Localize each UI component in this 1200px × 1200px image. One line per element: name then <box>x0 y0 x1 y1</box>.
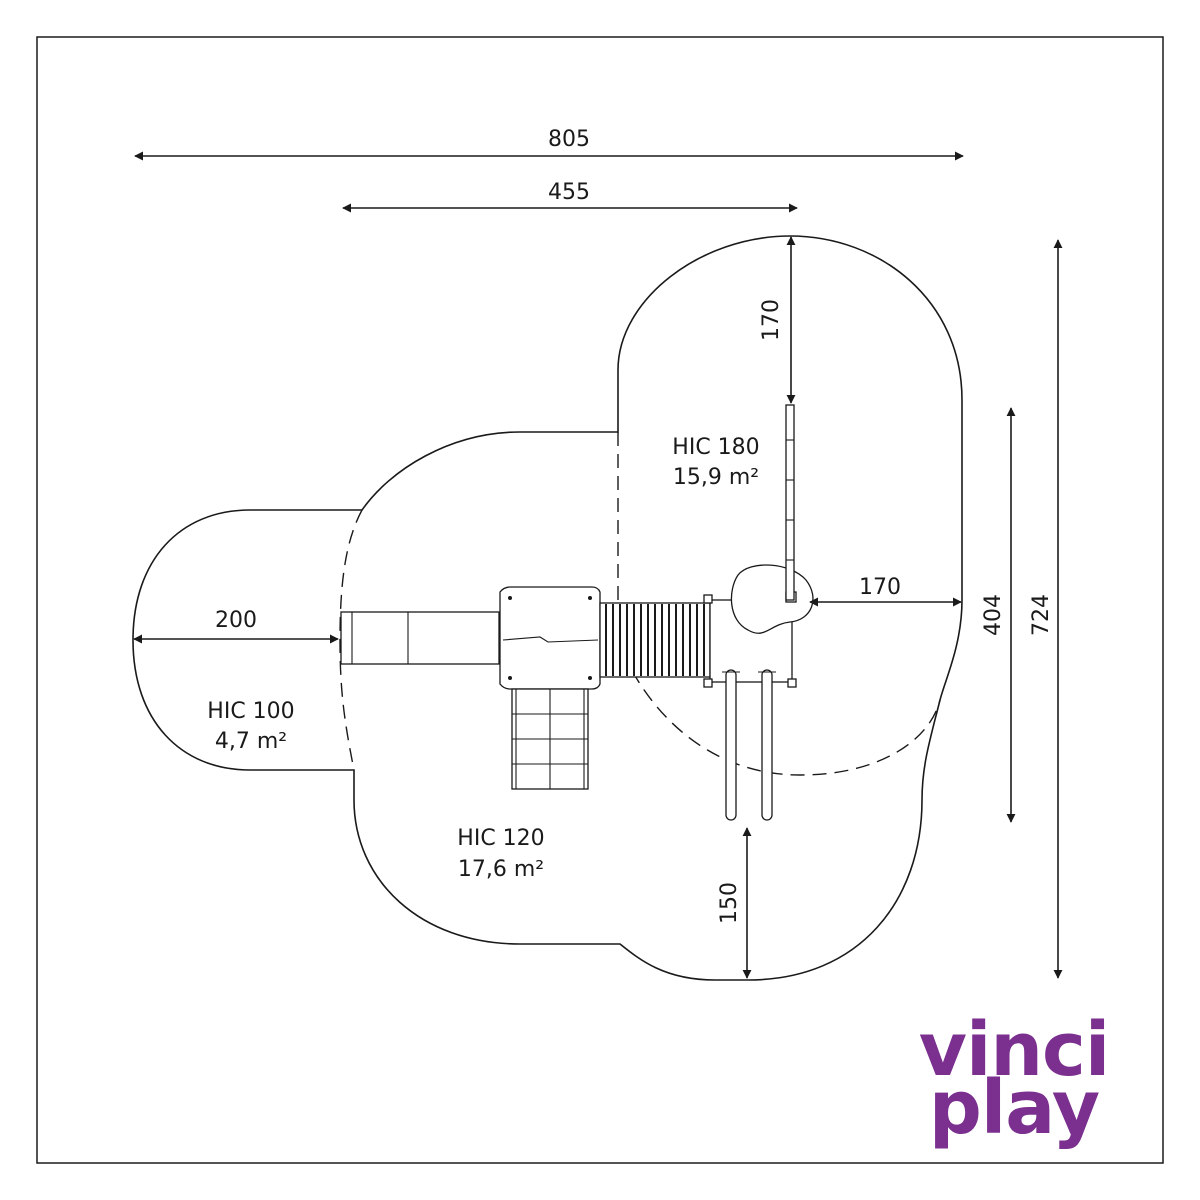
safety-zone-outline <box>132 235 963 981</box>
vinciplay-logo: vinci play <box>919 1007 1111 1151</box>
logo-word-vinci: vinci <box>919 1007 1110 1093</box>
dim-label-right-clearance: 170 <box>859 575 901 600</box>
zone-area-hic-100: 4,7 m² <box>215 729 287 754</box>
drawing-frame <box>36 36 1164 1164</box>
dim-label-bottom-clearance: 150 <box>717 882 742 924</box>
climbing-rope <box>785 404 795 601</box>
climbing-ladder <box>511 688 589 790</box>
dim-label-total-width: 805 <box>548 127 590 152</box>
zone-label-hic-100: HIC 100 <box>207 699 294 724</box>
logo-word-play: play <box>929 1065 1099 1151</box>
climbing-bars <box>722 669 776 821</box>
zone-label-hic-180: HIC 180 <box>672 435 759 460</box>
dim-label-top-clearance: 170 <box>759 299 784 341</box>
tower-roof <box>499 586 601 690</box>
dim-label-inner-height: 404 <box>981 594 1006 636</box>
zone-area-hic-180: 15,9 m² <box>673 465 759 490</box>
dim-label-total-height: 724 <box>1029 594 1054 636</box>
slide <box>340 611 500 665</box>
zone-area-hic-120: 17,6 m² <box>458 857 544 882</box>
dim-label-left-clearance: 200 <box>215 608 257 633</box>
tunnel-bridge <box>599 602 711 678</box>
leaf-panel <box>730 564 814 634</box>
zone-boundary-left <box>339 509 363 771</box>
dim-label-structure-width: 455 <box>548 180 590 205</box>
zone-label-hic-120: HIC 120 <box>457 826 544 851</box>
